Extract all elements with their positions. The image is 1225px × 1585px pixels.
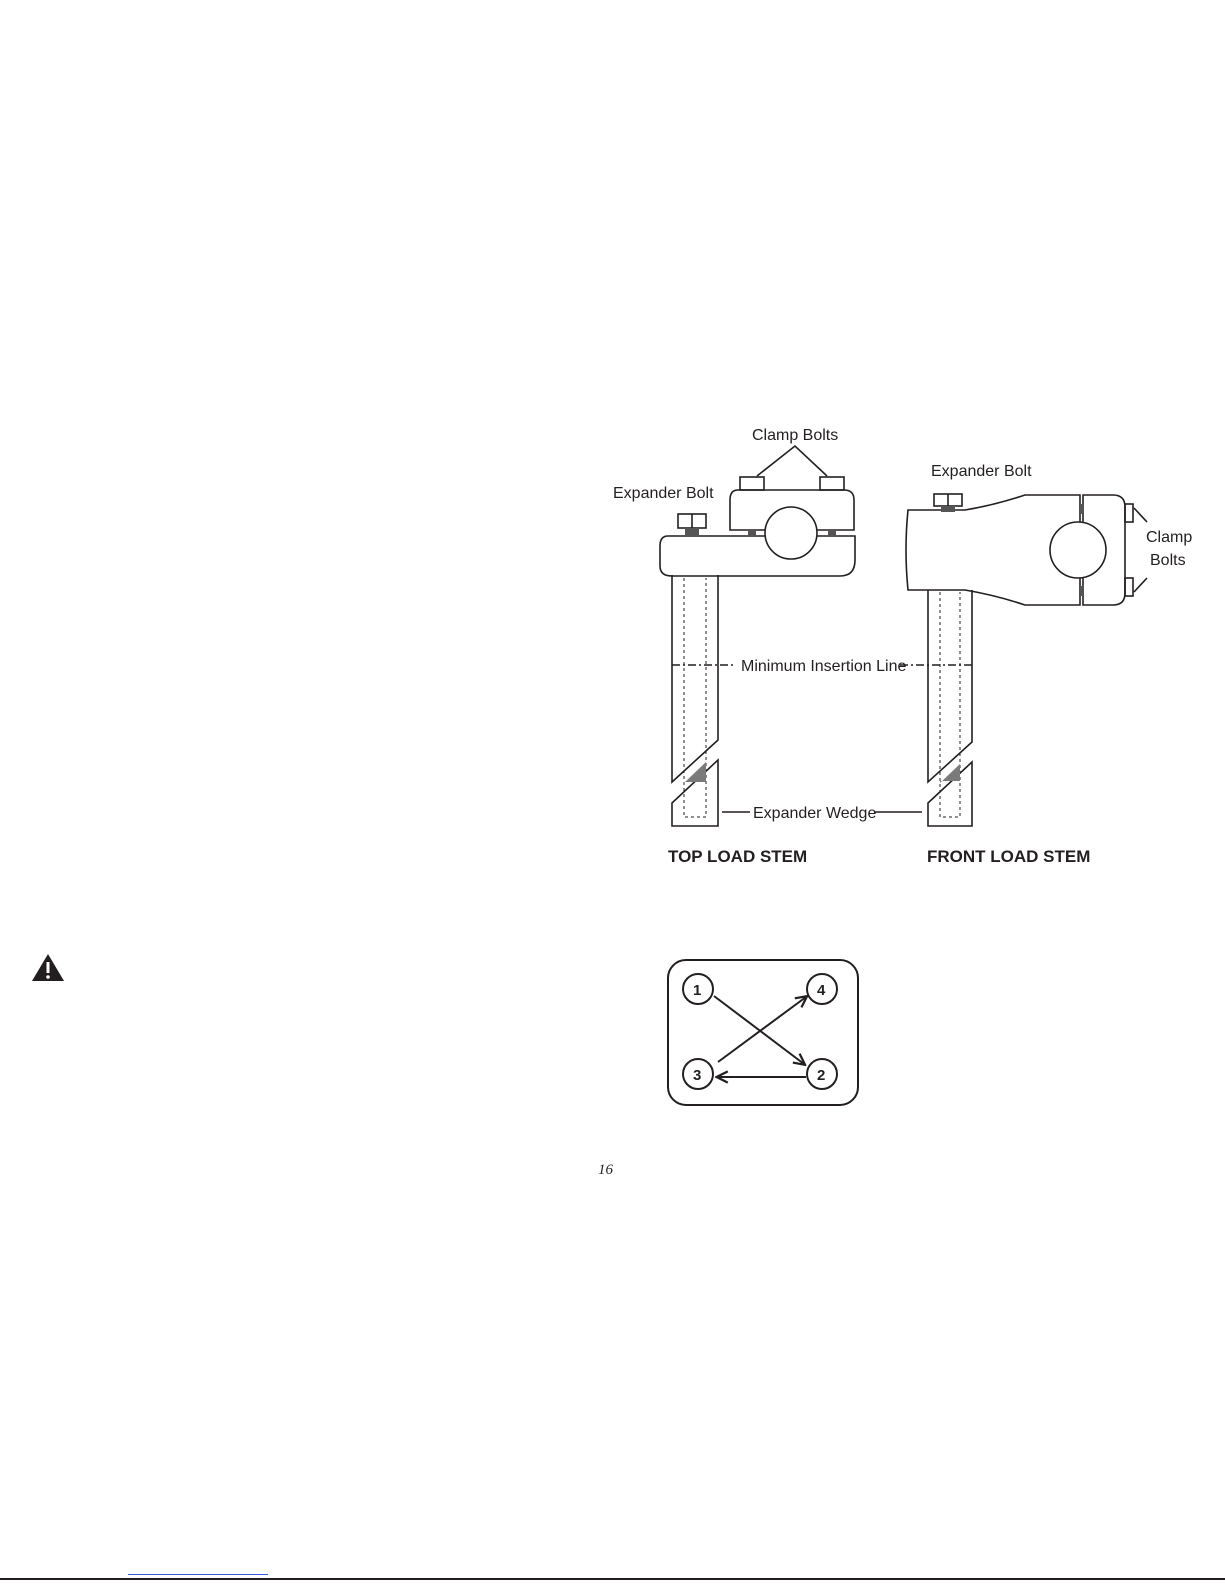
footer-rule xyxy=(0,1578,1225,1580)
bolt-2-label: 2 xyxy=(817,1067,825,1084)
front-load-stem-caption: FRONT LOAD STEM xyxy=(927,847,1090,866)
minimum-insertion-line-label: Minimum Insertion Line xyxy=(741,658,907,675)
footer-link-underline xyxy=(128,1574,268,1575)
warning-triangle-icon xyxy=(30,950,70,986)
clamp-bolts-label: Clamp Bolts xyxy=(752,427,838,444)
page-number: 16 xyxy=(598,1162,613,1179)
front-clamp-label-line1: Clamp xyxy=(1146,529,1192,546)
front-load-stem-drawing xyxy=(906,494,1147,826)
bolt-1-label: 1 xyxy=(693,982,701,999)
top-expander-bolt-label: Expander Bolt xyxy=(613,485,714,502)
front-expander-bolt-label: Expander Bolt xyxy=(931,463,1032,480)
top-load-stem-caption: TOP LOAD STEM xyxy=(668,847,807,866)
bolt-3-label: 3 xyxy=(693,1067,701,1084)
top-load-stem-drawing xyxy=(660,446,855,826)
front-clamp-label-line2: Bolts xyxy=(1150,552,1186,569)
expander-wedge-label: Expander Wedge xyxy=(753,805,876,822)
tightening-pattern-diagram: 1 4 3 2 xyxy=(660,955,865,1115)
stem-diagram: Clamp Bolts Expander Bolt Expander Bolt … xyxy=(600,415,1225,885)
bolt-4-label: 4 xyxy=(817,982,826,999)
